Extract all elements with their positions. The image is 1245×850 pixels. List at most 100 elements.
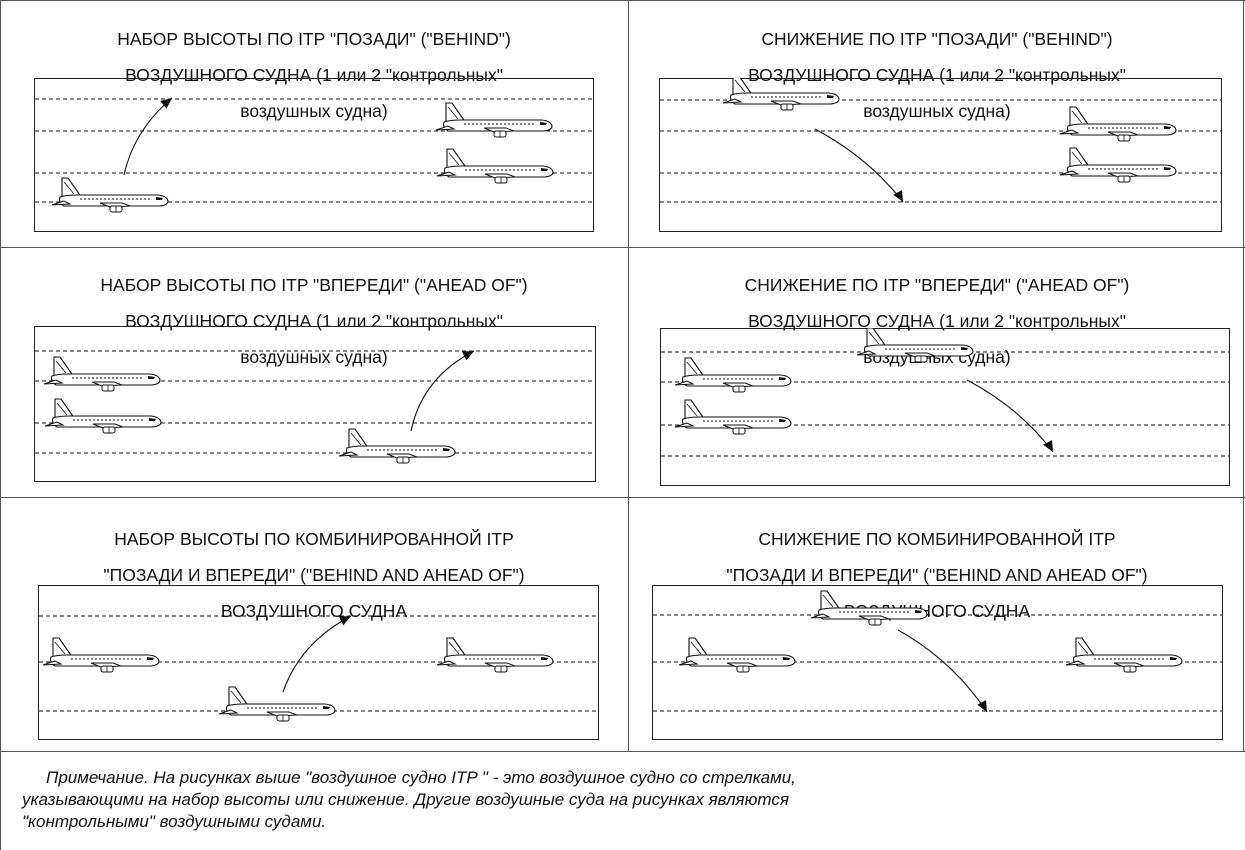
cockpit-window bbox=[779, 377, 786, 380]
stabilizer bbox=[338, 451, 359, 457]
footnote-line: указывающими на набор высоты или снижени… bbox=[22, 790, 789, 809]
tail-fin-stripe bbox=[868, 331, 880, 345]
panel-title-line: воздушных судна) bbox=[240, 347, 388, 367]
diagram-frame bbox=[34, 326, 596, 482]
wing bbox=[904, 352, 936, 358]
cockpit-window bbox=[1164, 126, 1171, 129]
tail-fin-stripe bbox=[822, 594, 834, 608]
climb-arrow bbox=[282, 615, 352, 693]
footnote: Примечание. На рисунках выше "воздушное … bbox=[22, 767, 1222, 833]
panel-title-line: воздушных судна) bbox=[240, 101, 388, 121]
cockpit-window bbox=[541, 168, 548, 171]
arrow-curve bbox=[966, 379, 1054, 453]
cockpit-window bbox=[779, 419, 786, 422]
arrow-curve bbox=[814, 128, 904, 203]
cockpit-window bbox=[323, 706, 330, 709]
wing bbox=[483, 127, 515, 133]
panel-title: НАБОР ВЫСОТЫ ПО ITP "ВПЕРЕДИ" ("AHEAD OF… bbox=[0, 258, 628, 384]
diagram-frame bbox=[660, 328, 1230, 486]
panel-title-line: "ПОЗАДИ И ВПЕРЕДИ" ("BEHIND AND AHEAD OF… bbox=[103, 565, 525, 585]
panel-title-line: НАБОР ВЫСОТЫ ПО КОМБИНИРОВАННОЙ ITP bbox=[114, 529, 514, 549]
stabilizer bbox=[856, 350, 877, 356]
stabilizer bbox=[1065, 660, 1086, 666]
itp-aircraft bbox=[722, 78, 840, 111]
tail-fin-stripe bbox=[56, 402, 68, 416]
wing bbox=[858, 615, 890, 621]
panel-title-line: воздушных судна) bbox=[863, 101, 1011, 121]
panel-title-line: "ПОЗАДИ И ВПЕРЕДИ" ("BEHIND AND AHEAD OF… bbox=[726, 565, 1148, 585]
arrow-head bbox=[1043, 439, 1053, 452]
cockpit-window bbox=[827, 95, 834, 98]
descent-arrow bbox=[897, 629, 988, 713]
panel-figure bbox=[34, 326, 596, 482]
footnote-line: "контрольными" воздушными судами. bbox=[22, 812, 327, 831]
wing bbox=[386, 453, 418, 459]
arrow-curve bbox=[282, 615, 352, 693]
table-divider-row-2 bbox=[0, 497, 1245, 498]
wing bbox=[770, 100, 802, 106]
arrow-head bbox=[893, 189, 903, 202]
table-divider-row-3 bbox=[0, 751, 1245, 752]
stabilizer bbox=[44, 421, 65, 427]
wing bbox=[722, 382, 754, 388]
panel-climb-combined: НАБОР ВЫСОТЫ ПО КОМБИНИРОВАННОЙ ITP "ПОЗ… bbox=[0, 498, 628, 751]
reference-aircraft bbox=[674, 399, 792, 435]
wing bbox=[90, 662, 122, 668]
stabilizer bbox=[43, 379, 64, 385]
stabilizer bbox=[436, 660, 457, 666]
cockpit-window bbox=[147, 657, 154, 660]
cockpit-window bbox=[1164, 167, 1171, 170]
reference-aircraft bbox=[678, 637, 796, 673]
tail-fin-stripe bbox=[686, 403, 698, 417]
arrow-curve bbox=[123, 97, 173, 176]
reference-aircraft bbox=[674, 357, 792, 393]
panel-title-line: СНИЖЕНИЕ ПО ITP "ВПЕРЕДИ" ("AHEAD OF") bbox=[744, 275, 1130, 295]
wing bbox=[484, 173, 516, 179]
tail-fin-stripe bbox=[350, 432, 362, 446]
tail-fin-stripe bbox=[1071, 151, 1083, 165]
stabilizer bbox=[678, 660, 699, 666]
diagram-frame bbox=[34, 78, 594, 232]
reference-aircraft bbox=[1059, 147, 1177, 183]
cockpit-window bbox=[961, 347, 968, 350]
wing bbox=[1107, 131, 1139, 137]
reference-aircraft bbox=[435, 102, 553, 138]
panel-figure bbox=[34, 78, 594, 232]
wing bbox=[1107, 172, 1139, 178]
reference-aircraft bbox=[436, 637, 554, 673]
stabilizer bbox=[435, 125, 456, 131]
itp-aircraft bbox=[218, 686, 336, 722]
descent-arrow bbox=[814, 128, 904, 203]
cockpit-window bbox=[541, 657, 548, 660]
arrow-head bbox=[461, 351, 474, 361]
panel-figure bbox=[660, 328, 1230, 486]
wing bbox=[484, 662, 516, 668]
reference-aircraft bbox=[42, 637, 160, 673]
arrow-head bbox=[160, 98, 172, 109]
panel-title: СНИЖЕНИЕ ПО ITP "ПОЗАДИ" ("BEHIND") ВОЗД… bbox=[629, 12, 1245, 138]
panel-title: СНИЖЕНИЕ ПО КОМБИНИРОВАННОЙ ITP "ПОЗАДИ … bbox=[629, 512, 1245, 638]
diagram-frame bbox=[38, 585, 599, 740]
tail-fin-stripe bbox=[54, 641, 66, 655]
stabilizer bbox=[218, 709, 239, 715]
itp-aircraft bbox=[856, 328, 974, 363]
panel-title-line: НАБОР ВЫСОТЫ ПО ITP "ВПЕРЕДИ" ("AHEAD OF… bbox=[100, 275, 528, 295]
arrow-curve bbox=[410, 350, 475, 432]
arrow-curve bbox=[897, 629, 988, 713]
stabilizer bbox=[1059, 170, 1080, 176]
stabilizer bbox=[722, 98, 743, 104]
panel-climb-behind: НАБОР ВЫСОТЫ ПО ITP "ПОЗАДИ" ("BEHIND") … bbox=[0, 0, 628, 247]
panel-title-line: СНИЖЕНИЕ ПО КОМБИНИРОВАННОЙ ITP bbox=[758, 529, 1116, 549]
stabilizer bbox=[1059, 129, 1080, 135]
cockpit-window bbox=[149, 418, 156, 421]
diagram-frame bbox=[659, 78, 1222, 232]
itp-aircraft bbox=[810, 590, 928, 626]
reference-aircraft bbox=[43, 356, 161, 392]
panel-figure bbox=[659, 78, 1222, 232]
stabilizer bbox=[436, 171, 457, 177]
itp-aircraft bbox=[338, 428, 456, 464]
cockpit-window bbox=[783, 657, 790, 660]
diagram-frame bbox=[652, 585, 1223, 740]
descent-arrow bbox=[966, 379, 1054, 453]
